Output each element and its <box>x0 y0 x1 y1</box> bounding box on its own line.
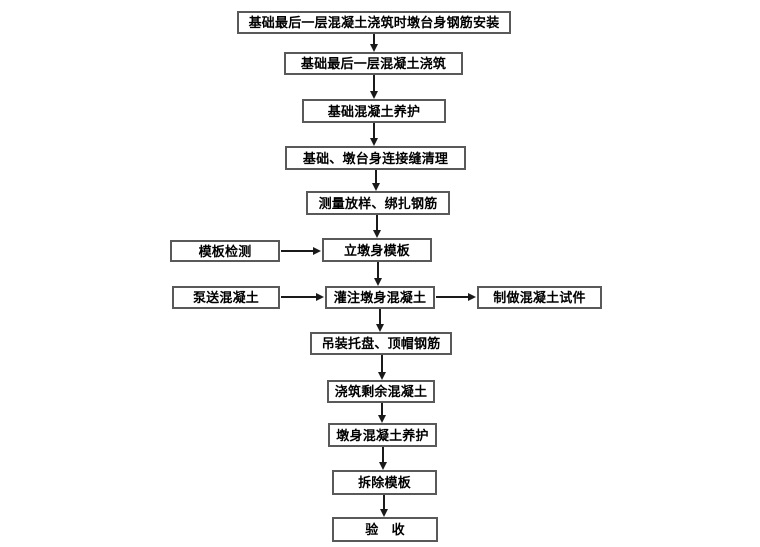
node-pour-pier-concrete: 灌注墩身混凝土 <box>325 286 435 309</box>
node-formwork-inspection: 模板检测 <box>170 240 280 262</box>
node-pump-concrete: 泵送混凝土 <box>172 286 280 309</box>
arrow-right-formwork-inspection <box>281 247 321 255</box>
arrow-right-pump-concrete <box>281 293 324 301</box>
arrow-down-6 <box>374 262 382 286</box>
arrow-down-11 <box>380 495 388 517</box>
arrow-down-1 <box>370 34 378 52</box>
arrow-down-4 <box>372 170 380 191</box>
arrow-down-3 <box>370 123 378 146</box>
node-erect-pier-formwork: 立墩身模板 <box>322 238 432 262</box>
node-acceptance: 验 收 <box>332 517 438 542</box>
arrow-down-2 <box>370 75 378 99</box>
node-hoist-tray-cap-rebar: 吊装托盘、顶帽钢筋 <box>310 332 452 355</box>
arrow-down-7 <box>376 309 384 332</box>
arrow-down-5 <box>373 215 381 238</box>
node-final-layer-concrete-pour: 基础最后一层混凝土浇筑 <box>284 52 463 75</box>
node-joint-cleaning: 基础、墩台身连接缝清理 <box>285 146 466 170</box>
node-pour-remaining-concrete: 浇筑剩余混凝土 <box>327 380 435 403</box>
node-rebar-install-during-final-pour: 基础最后一层混凝土浇筑时墩台身钢筋安装 <box>237 11 511 34</box>
arrow-down-9 <box>378 403 386 423</box>
arrow-right-make-specimens <box>436 293 476 301</box>
node-foundation-concrete-curing: 基础混凝土养护 <box>302 99 446 123</box>
node-make-concrete-specimens: 制做混凝土试件 <box>477 286 602 309</box>
node-remove-formwork: 拆除模板 <box>332 470 437 495</box>
arrow-down-8 <box>378 355 386 380</box>
node-survey-layout-rebar-tying: 测量放样、绑扎钢筋 <box>306 191 450 215</box>
arrow-down-10 <box>379 447 387 470</box>
node-pier-concrete-curing: 墩身混凝土养护 <box>328 423 437 447</box>
